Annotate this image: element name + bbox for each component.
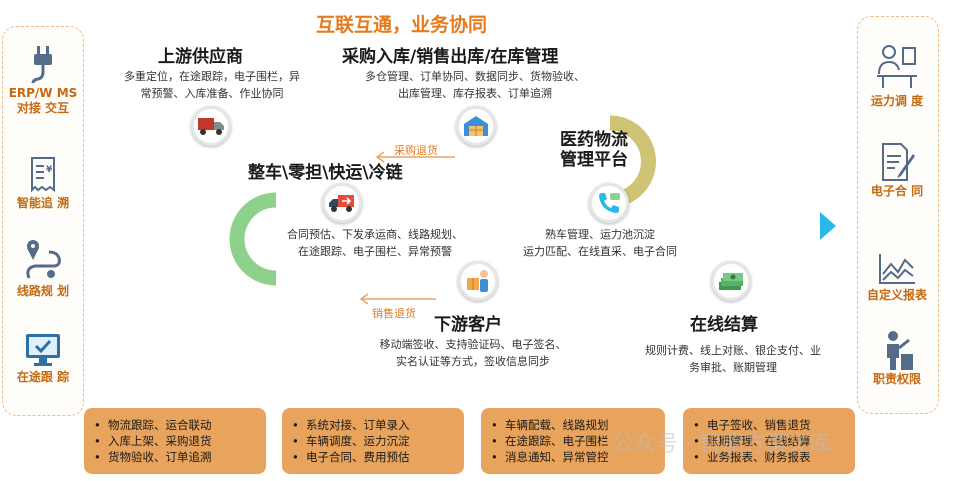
right-item-contract-label: 电子合 同 bbox=[870, 184, 924, 198]
summary-box-transport: 车辆配载、线路规划 在途跟踪、电子围栏 消息通知、异常管控 bbox=[481, 408, 665, 474]
purchase-return-arrow bbox=[375, 151, 455, 163]
node-warehouse bbox=[456, 106, 496, 146]
node-customer bbox=[458, 261, 498, 301]
stage-upstream-desc: 多重定位，在途跟踪，电子围栏，异 常预警、入库准备、作业协同 bbox=[96, 68, 328, 102]
desc-line: 出库管理、库存报表、订单追溯 bbox=[398, 87, 552, 100]
summary-item: 车辆配载、线路规划 bbox=[491, 417, 665, 433]
node-settlement bbox=[711, 261, 751, 301]
stage-downstream-title: 下游客户 bbox=[434, 315, 502, 335]
summary-box-upstream: 物流跟踪、运合联动 入库上架、采购退货 货物验收、订单追溯 bbox=[84, 408, 266, 474]
desc-line: 务审批、账期管理 bbox=[689, 361, 777, 374]
right-item-report-label: 自定义报表 bbox=[866, 288, 927, 302]
desc-line: 在途跟踪、电子围栏、异常预警 bbox=[298, 245, 452, 258]
right-item-dispatch: 运力调 度 bbox=[862, 42, 932, 109]
stage-warehouse-desc: 多仓管理、订单协同、数据同步、货物验收、 出库管理、库存报表、订单追溯 bbox=[334, 68, 616, 102]
phone-chat-icon bbox=[599, 193, 620, 213]
left-item-track: 在途跟 踪 bbox=[10, 332, 76, 385]
delivery-truck-icon bbox=[329, 195, 354, 212]
summary-item: 业务报表、财务报表 bbox=[693, 449, 855, 465]
summary-item: 入库上架、采购退货 bbox=[94, 433, 266, 449]
truck-icon bbox=[198, 118, 224, 135]
summary-item: 车辆调度、运力沉淀 bbox=[292, 433, 464, 449]
desc-line: 熟车管理、运力池沉淀 bbox=[545, 228, 655, 241]
document-pen-icon bbox=[882, 143, 915, 181]
summary-box-settlement: 电子签收、销售退货 账期管理、在线结算 业务报表、财务报表 bbox=[683, 408, 855, 474]
summary-item: 货物验收、订单追溯 bbox=[94, 449, 266, 465]
desc-line: 常预警、入库准备、作业协同 bbox=[140, 87, 284, 100]
node-platform bbox=[589, 183, 629, 223]
platform-title-line: 管理平台 bbox=[560, 150, 628, 170]
stage-downstream-desc: 移动端签收、支持验证码、电子签名、 实名认证等方式，签收信息同步 bbox=[356, 336, 590, 370]
desc-line: 规则计费、线上对账、银企支付、业 bbox=[645, 344, 821, 357]
left-item-erp: ERP/W MS对接 交互 bbox=[8, 44, 78, 116]
sales-return-label: 销售退货 bbox=[372, 307, 416, 320]
summary-item: 在途跟踪、电子围栏 bbox=[491, 433, 665, 449]
stage-transport-title: 整车\零担\快运\冷链 bbox=[248, 163, 403, 183]
summary-item: 电子合同、费用预估 bbox=[292, 449, 464, 465]
stage-transport-desc: 合同预估、下发承运商、线路规划、 在途跟踪、电子围栏、异常预警 bbox=[264, 226, 486, 260]
route-pin-icon bbox=[26, 240, 61, 279]
desc-line: 合同预估、下发承运商、线路规划、 bbox=[287, 228, 463, 241]
summary-item: 消息通知、异常管控 bbox=[491, 449, 665, 465]
desc-line: 运力匹配、在线直采、电子合同 bbox=[523, 245, 677, 258]
summary-box-order: 系统对接、订单录入 车辆调度、运力沉淀 电子合同、费用预估 bbox=[282, 408, 464, 474]
right-item-contract: 电子合 同 bbox=[862, 142, 932, 199]
left-item-route-label: 线路规 划 bbox=[16, 284, 70, 298]
stage-upstream-title: 上游供应商 bbox=[158, 47, 243, 67]
right-item-permission-label: 职责权限 bbox=[872, 372, 921, 386]
stage-platform-desc: 熟车管理、运力池沉淀 运力匹配、在线直采、电子合同 bbox=[498, 226, 702, 260]
desc-line: 多仓管理、订单协同、数据同步、货物验收、 bbox=[365, 70, 585, 83]
summary-item: 系统对接、订单录入 bbox=[292, 417, 464, 433]
summary-item: 物流跟踪、运合联动 bbox=[94, 417, 266, 433]
desc-line: 实名认证等方式，签收信息同步 bbox=[396, 355, 550, 368]
desk-worker-icon bbox=[877, 45, 917, 88]
right-item-permission: 职责权限 bbox=[862, 330, 932, 387]
summary-item: 账期管理、在线结算 bbox=[693, 433, 855, 449]
svg-text:¥: ¥ bbox=[46, 165, 53, 175]
left-item-trace-label: 智能追 溯 bbox=[16, 196, 70, 210]
path-segment-left-curve bbox=[229, 192, 277, 286]
cash-stack-icon bbox=[719, 273, 743, 290]
person-podium-icon bbox=[887, 331, 913, 370]
monitor-check-icon bbox=[26, 334, 60, 366]
stage-warehouse-title: 采购入库/销售出库/在库管理 bbox=[342, 47, 559, 67]
platform-title-line: 医药物流 bbox=[560, 130, 628, 150]
stage-settlement-desc: 规则计费、线上对账、银企支付、业 务审批、账期管理 bbox=[618, 342, 848, 376]
right-item-report: 自定义报表 bbox=[858, 252, 936, 303]
receipt-icon: ¥ bbox=[31, 157, 55, 193]
stage-platform-title: 医药物流 管理平台 bbox=[560, 130, 628, 170]
right-item-dispatch-label: 运力调 度 bbox=[870, 94, 924, 108]
warehouse-icon bbox=[464, 116, 488, 136]
flow-end-arrow bbox=[820, 212, 836, 240]
left-item-erp-label: ERP/W MS对接 交互 bbox=[8, 86, 78, 115]
desc-line: 多重定位，在途跟踪，电子围栏，异 bbox=[124, 70, 300, 83]
left-item-route: 线路规 划 bbox=[10, 238, 76, 299]
left-item-track-label: 在途跟 踪 bbox=[16, 370, 70, 384]
line-chart-icon bbox=[879, 254, 915, 284]
desc-line: 移动端签收、支持验证码、电子签名、 bbox=[379, 338, 567, 351]
stage-settlement-title: 在线结算 bbox=[690, 315, 758, 335]
left-item-trace: ¥ 智能追 溯 bbox=[10, 156, 76, 211]
node-freight bbox=[322, 183, 362, 223]
courier-box-icon bbox=[467, 270, 488, 292]
sales-return-arrow bbox=[359, 293, 436, 305]
purchase-return-label: 采购退货 bbox=[394, 144, 438, 157]
slogan-title: 互联互通，业务协同 bbox=[316, 14, 488, 36]
plug-icon bbox=[31, 46, 52, 84]
node-truck bbox=[191, 106, 231, 146]
summary-item: 电子签收、销售退货 bbox=[693, 417, 855, 433]
